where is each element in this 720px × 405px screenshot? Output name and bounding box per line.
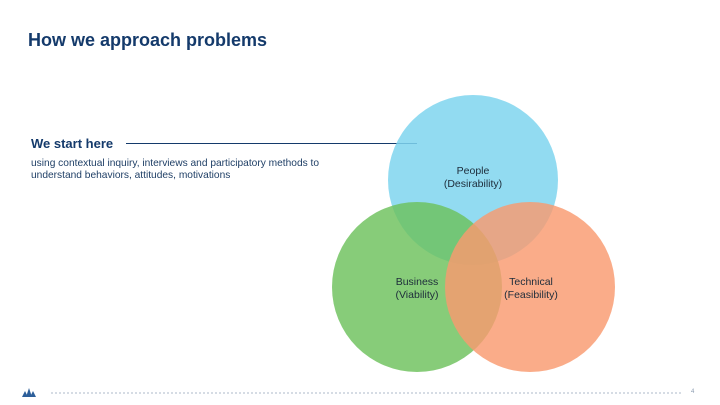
- footer-dotted-divider: [50, 392, 682, 394]
- venn-circle-technical: [445, 202, 615, 372]
- venn-label-people: People (Desirability): [418, 165, 528, 191]
- page-number: 4: [691, 389, 695, 395]
- venn-label-people-subtitle: (Desirability): [443, 178, 503, 190]
- venn-label-business-subtitle: (Viability): [395, 289, 439, 301]
- callout-body: using contextual inquiry, interviews and…: [31, 158, 320, 181]
- company-logo-icon: [22, 388, 36, 397]
- callout-heading: We start here: [31, 136, 114, 151]
- venn-label-business: Business (Viability): [362, 276, 472, 302]
- venn-label-technical: Technical (Feasibility): [476, 276, 586, 302]
- callout-connector-line: [126, 143, 417, 144]
- venn-label-technical-title: Technical: [509, 276, 553, 288]
- slide-title: How we approach problems: [28, 30, 268, 50]
- venn-label-technical-subtitle: (Feasibility): [504, 289, 558, 301]
- venn-label-people-title: People: [456, 165, 490, 177]
- venn-label-business-title: Business: [395, 276, 439, 288]
